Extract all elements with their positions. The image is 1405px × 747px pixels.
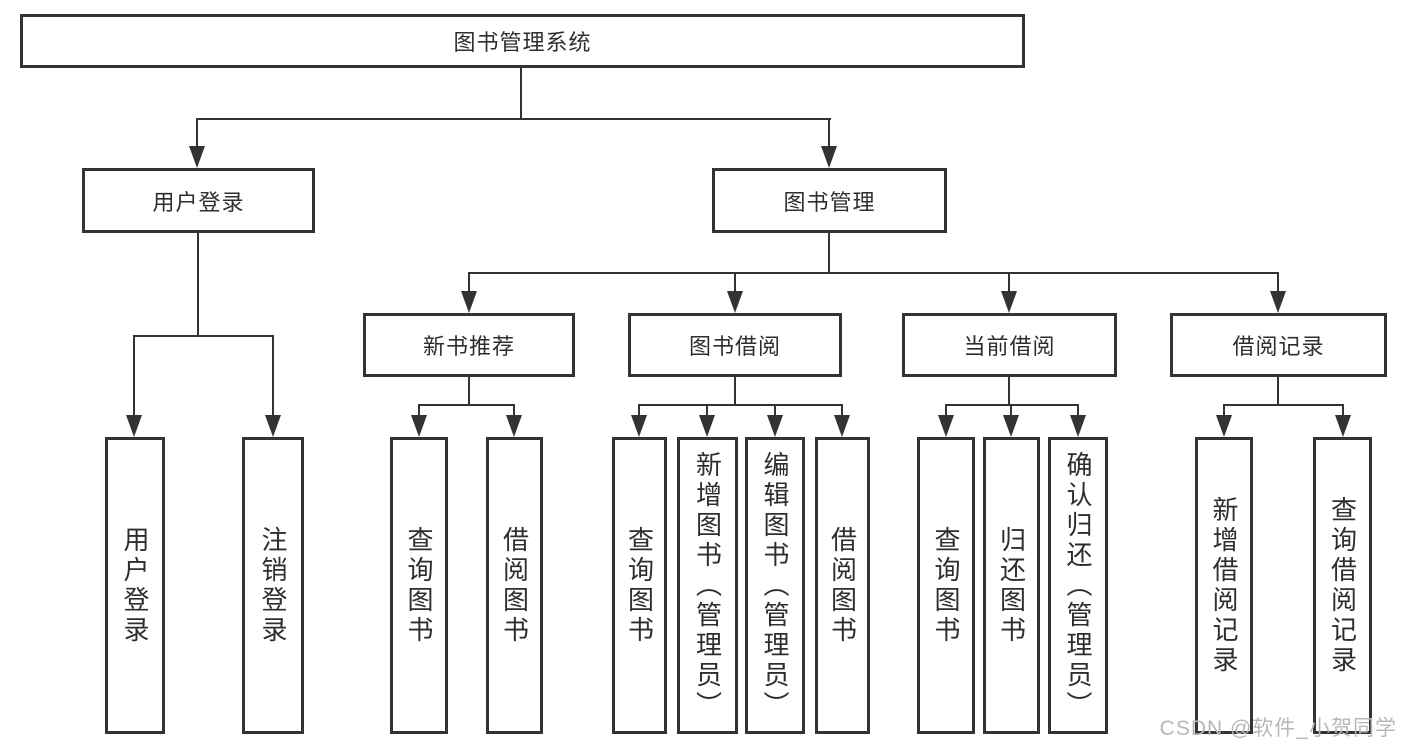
leaf-borrowing-query-books: 查询图书	[612, 437, 667, 734]
node-book-borrowing: 图书借阅	[628, 313, 842, 377]
connector-line	[418, 404, 420, 416]
leaf-confirm-return-admin: 确认归还（管理员）	[1048, 437, 1108, 734]
node-book-management-label: 图书管理	[783, 189, 876, 215]
arrow-down-icon	[821, 146, 837, 168]
leaf-logout-label: 注销登录	[258, 525, 288, 646]
connector-line	[638, 404, 843, 406]
connector-line	[1223, 404, 1225, 416]
arrow-down-icon	[461, 291, 477, 313]
connector-line	[1010, 404, 1012, 416]
arrow-down-icon	[1001, 291, 1017, 313]
arrow-down-icon	[1003, 415, 1019, 437]
connector-line	[638, 404, 640, 416]
connector-line	[774, 404, 776, 416]
node-new-book-recommendation-label: 新书推荐	[422, 334, 515, 359]
node-book-management: 图书管理	[712, 168, 947, 233]
leaf-add-books-admin: 新增图书（管理员）	[677, 437, 738, 734]
leaf-confirm-return-admin-label: 确认归还（管理员）	[1063, 450, 1093, 721]
connector-line	[945, 404, 947, 416]
connector-line	[520, 68, 522, 118]
connector-line	[419, 404, 515, 406]
leaf-return-books-label: 归还图书	[996, 525, 1027, 646]
arrow-down-icon	[631, 415, 647, 437]
leaf-add-borrow-record-label: 新增借阅记录	[1209, 495, 1239, 676]
connector-line	[196, 118, 198, 148]
node-user-login-branch: 用户登录	[82, 168, 315, 233]
connector-line	[133, 335, 135, 417]
connector-line	[1077, 404, 1079, 416]
leaf-user-login: 用户登录	[105, 437, 165, 734]
leaf-borrowing-query-books-label: 查询图书	[624, 525, 655, 646]
connector-line	[1342, 404, 1344, 416]
connector-line	[1277, 272, 1279, 291]
arrow-down-icon	[767, 415, 783, 437]
connector-line	[134, 335, 274, 337]
node-user-login-branch-label: 用户登录	[152, 189, 245, 215]
leaf-borrowing-borrow-books-label: 借阅图书	[827, 525, 858, 646]
connector-line	[468, 272, 470, 291]
connector-line	[1223, 404, 1343, 406]
arrow-down-icon	[727, 291, 743, 313]
arrow-down-icon	[1070, 415, 1086, 437]
connector-line	[706, 404, 708, 416]
leaf-current-query-books: 查询图书	[917, 437, 975, 734]
leaf-query-borrow-record-label: 查询借阅记录	[1327, 495, 1358, 676]
arrow-down-icon	[1216, 415, 1232, 437]
node-book-borrowing-label: 图书借阅	[688, 334, 781, 359]
arrow-down-icon	[834, 415, 850, 437]
node-borrowing-records-label: 借阅记录	[1232, 334, 1325, 359]
leaf-add-books-admin-label: 新增图书（管理员）	[692, 450, 723, 721]
connector-line	[734, 377, 736, 404]
arrow-down-icon	[938, 415, 954, 437]
connector-line	[841, 404, 843, 416]
leaf-recommend-borrow-books: 借阅图书	[486, 437, 543, 734]
leaf-borrowing-borrow-books: 借阅图书	[815, 437, 870, 734]
leaf-query-borrow-record: 查询借阅记录	[1313, 437, 1372, 734]
connector-line	[513, 404, 515, 416]
arrow-down-icon	[265, 415, 281, 437]
node-root-label: 图书管理系统	[453, 30, 592, 55]
connector-line	[734, 272, 736, 291]
arrow-down-icon	[126, 415, 142, 437]
csdn-watermark: CSDN @软件_小贺同学	[1159, 717, 1397, 740]
leaf-logout: 注销登录	[242, 437, 304, 734]
node-borrowing-records: 借阅记录	[1170, 313, 1387, 377]
node-root: 图书管理系统	[20, 14, 1025, 68]
leaf-recommend-query-books: 查询图书	[390, 437, 448, 734]
connector-line	[1008, 377, 1010, 404]
leaf-return-books: 归还图书	[983, 437, 1040, 734]
leaf-recommend-borrow-books-label: 借阅图书	[499, 525, 530, 646]
connector-line	[468, 272, 1279, 274]
arrow-down-icon	[699, 415, 715, 437]
connector-line	[828, 118, 830, 148]
connector-line	[828, 233, 830, 272]
connector-line	[468, 377, 470, 404]
leaf-add-borrow-record: 新增借阅记录	[1195, 437, 1253, 734]
leaf-recommend-query-books-label: 查询图书	[404, 525, 434, 646]
arrow-down-icon	[411, 415, 427, 437]
leaf-edit-books-admin-label: 编辑图书（管理员）	[760, 450, 790, 721]
connector-line	[197, 118, 831, 120]
connector-line	[272, 335, 274, 417]
node-current-borrowing: 当前借阅	[902, 313, 1117, 377]
connector-line	[1008, 272, 1010, 291]
arrow-down-icon	[1335, 415, 1351, 437]
leaf-current-query-books-label: 查询图书	[931, 525, 961, 646]
leaf-edit-books-admin: 编辑图书（管理员）	[745, 437, 805, 734]
arrow-down-icon	[506, 415, 522, 437]
connector-line	[197, 233, 199, 335]
node-current-borrowing-label: 当前借阅	[963, 334, 1056, 359]
leaf-user-login-label: 用户登录	[120, 525, 150, 646]
node-new-book-recommendation: 新书推荐	[363, 313, 575, 377]
arrow-down-icon	[1270, 291, 1286, 313]
connector-line	[1277, 377, 1279, 404]
arrow-down-icon	[189, 146, 205, 168]
